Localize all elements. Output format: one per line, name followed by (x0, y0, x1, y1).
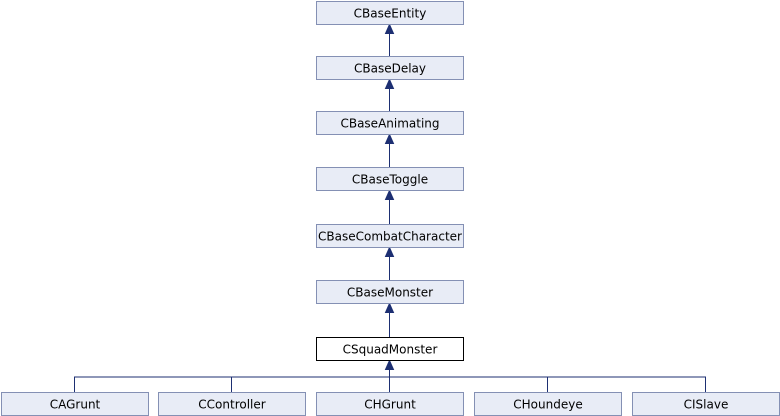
class-box[interactable] (316, 111, 464, 135)
class-box[interactable] (316, 167, 464, 191)
class-node-chgrunt[interactable]: CHGrunt (316, 392, 464, 416)
class-label: CBaseToggle (352, 173, 428, 187)
class-box[interactable] (316, 280, 464, 304)
class-node-cbasetoggle[interactable]: CBaseToggle (316, 167, 464, 191)
arrowhead-icon (384, 23, 395, 34)
arrowhead-icon (384, 246, 395, 257)
arrowhead-icon (384, 78, 395, 89)
class-node-cbasecombatcharacter[interactable]: CBaseCombatCharacter (316, 224, 464, 248)
class-label: CSquadMonster (343, 343, 438, 357)
arrowhead-icon (384, 359, 395, 370)
arrowhead-icon (384, 189, 395, 200)
class-label: CBaseAnimating (340, 117, 439, 131)
inheritance-edge (389, 369, 706, 392)
class-label: CBaseCombatCharacter (318, 230, 462, 244)
class-box[interactable] (316, 1, 464, 25)
inheritance-edge (231, 369, 390, 392)
class-node-csquadmonster[interactable]: CSquadMonster (316, 337, 464, 361)
class-label: CBaseEntity (354, 7, 427, 21)
class-node-cbasedelay[interactable]: CBaseDelay (316, 56, 464, 80)
class-box[interactable] (316, 337, 464, 361)
class-label: CBaseMonster (347, 286, 433, 300)
arrowhead-icon (384, 133, 395, 144)
class-label: CController (198, 398, 265, 412)
inheritance-edge (389, 369, 548, 392)
edges-layer (74, 23, 706, 392)
class-node-ccontroller[interactable]: CController (158, 392, 306, 416)
class-node-cbaseanimating[interactable]: CBaseAnimating (316, 111, 464, 135)
class-label: CAGrunt (50, 398, 101, 412)
class-node-cislave[interactable]: CISlave (632, 392, 780, 416)
arrowhead-icon (384, 302, 395, 313)
class-label: CHGrunt (364, 398, 416, 412)
class-label: CHoundeye (513, 398, 582, 412)
class-box[interactable] (316, 224, 464, 248)
class-node-cbasemonster[interactable]: CBaseMonster (316, 280, 464, 304)
class-node-cagrunt[interactable]: CAGrunt (1, 392, 149, 416)
class-node-choundeye[interactable]: CHoundeye (474, 392, 622, 416)
class-label: CBaseDelay (354, 62, 426, 76)
class-label: CISlave (684, 398, 729, 412)
class-node-cbaseentity[interactable]: CBaseEntity (316, 1, 464, 25)
class-box[interactable] (316, 56, 464, 80)
